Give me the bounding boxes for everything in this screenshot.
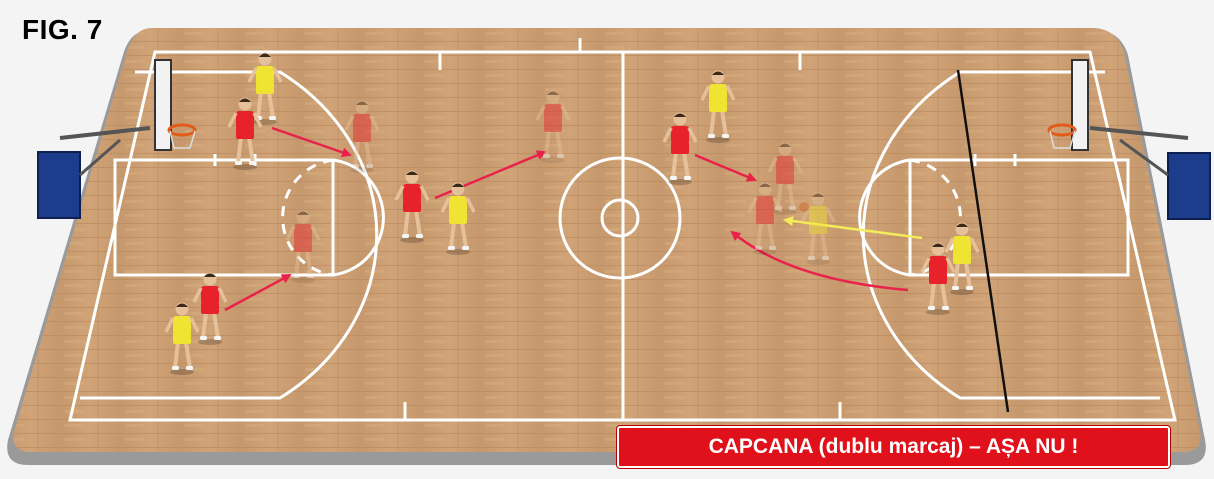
- left-backboard: [154, 59, 172, 151]
- left-free-throw-arc: [332, 158, 385, 277]
- players-layer: [164, 52, 980, 375]
- caption-banner: CAPCANA (dublu marcaj) – AȘA NU !: [617, 426, 1170, 468]
- right-stanchion-pad: [1167, 152, 1211, 220]
- arrow-right-curve: [730, 230, 909, 292]
- court-lines: [68, 38, 1177, 422]
- left-stanchion-pad: [37, 151, 81, 219]
- player-red-6: [344, 100, 380, 173]
- right-three-point-line: [861, 70, 1160, 400]
- center-circle: [558, 156, 682, 280]
- player-yellow-5: [799, 192, 836, 265]
- right-net: [1049, 130, 1076, 149]
- right-hoop: [1047, 123, 1077, 137]
- player-yellow-2: [440, 182, 476, 255]
- right-basket: [1047, 59, 1211, 220]
- player-red-7: [285, 210, 321, 283]
- player-yellow-4: [700, 70, 736, 143]
- player-yellow-3: [164, 302, 200, 375]
- arrow-left-top: [271, 126, 352, 158]
- player-red-10: [747, 182, 783, 255]
- left-three-point-line: [80, 70, 379, 400]
- right-free-throw-arc: [858, 158, 911, 277]
- arrow-left-bottom: [224, 273, 292, 312]
- right-paint: [908, 158, 1130, 277]
- pass-arrow: [783, 216, 923, 240]
- left-net: [169, 130, 196, 149]
- figure-label: FIG. 7: [22, 14, 103, 45]
- player-red-5: [920, 242, 956, 315]
- left-hoop: [167, 123, 197, 137]
- caption-text: CAPCANA (dublu marcaj) – AȘA NU !: [708, 435, 1079, 458]
- player-red-1: [227, 97, 263, 170]
- arrow-right-top: [694, 153, 757, 182]
- player-red-8: [535, 90, 571, 163]
- right-backboard: [1071, 59, 1089, 151]
- player-red-3: [192, 272, 228, 345]
- player-red-4: [662, 112, 698, 185]
- trap-reference-line: [956, 69, 1010, 413]
- basketball-icon: [799, 202, 809, 212]
- player-yellow-1: [247, 52, 283, 125]
- player-yellow-6: [944, 222, 980, 295]
- left-basket: [37, 59, 197, 219]
- left-paint: [113, 158, 335, 277]
- court-boundary: [68, 50, 1177, 422]
- player-red-2: [394, 170, 430, 243]
- center-inner-circle: [600, 198, 640, 238]
- player-red-9: [767, 142, 803, 215]
- right-free-throw-arc-dashed: [909, 158, 962, 277]
- left-free-throw-arc-dashed: [281, 158, 334, 277]
